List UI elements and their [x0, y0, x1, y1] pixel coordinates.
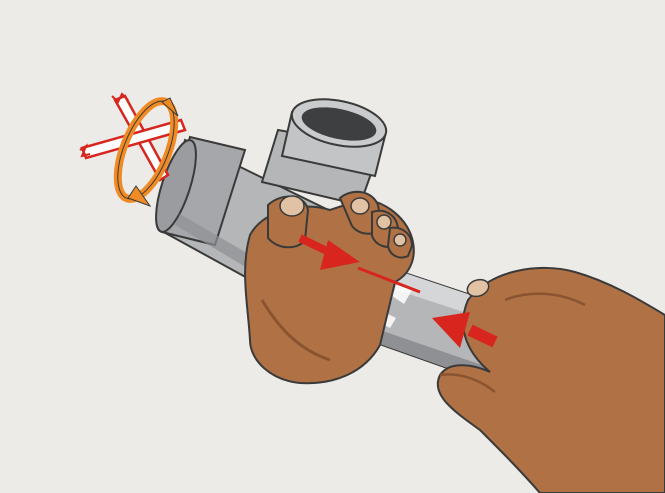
illustration-svg	[0, 0, 665, 493]
pipe-fitting-illustration	[0, 0, 665, 493]
